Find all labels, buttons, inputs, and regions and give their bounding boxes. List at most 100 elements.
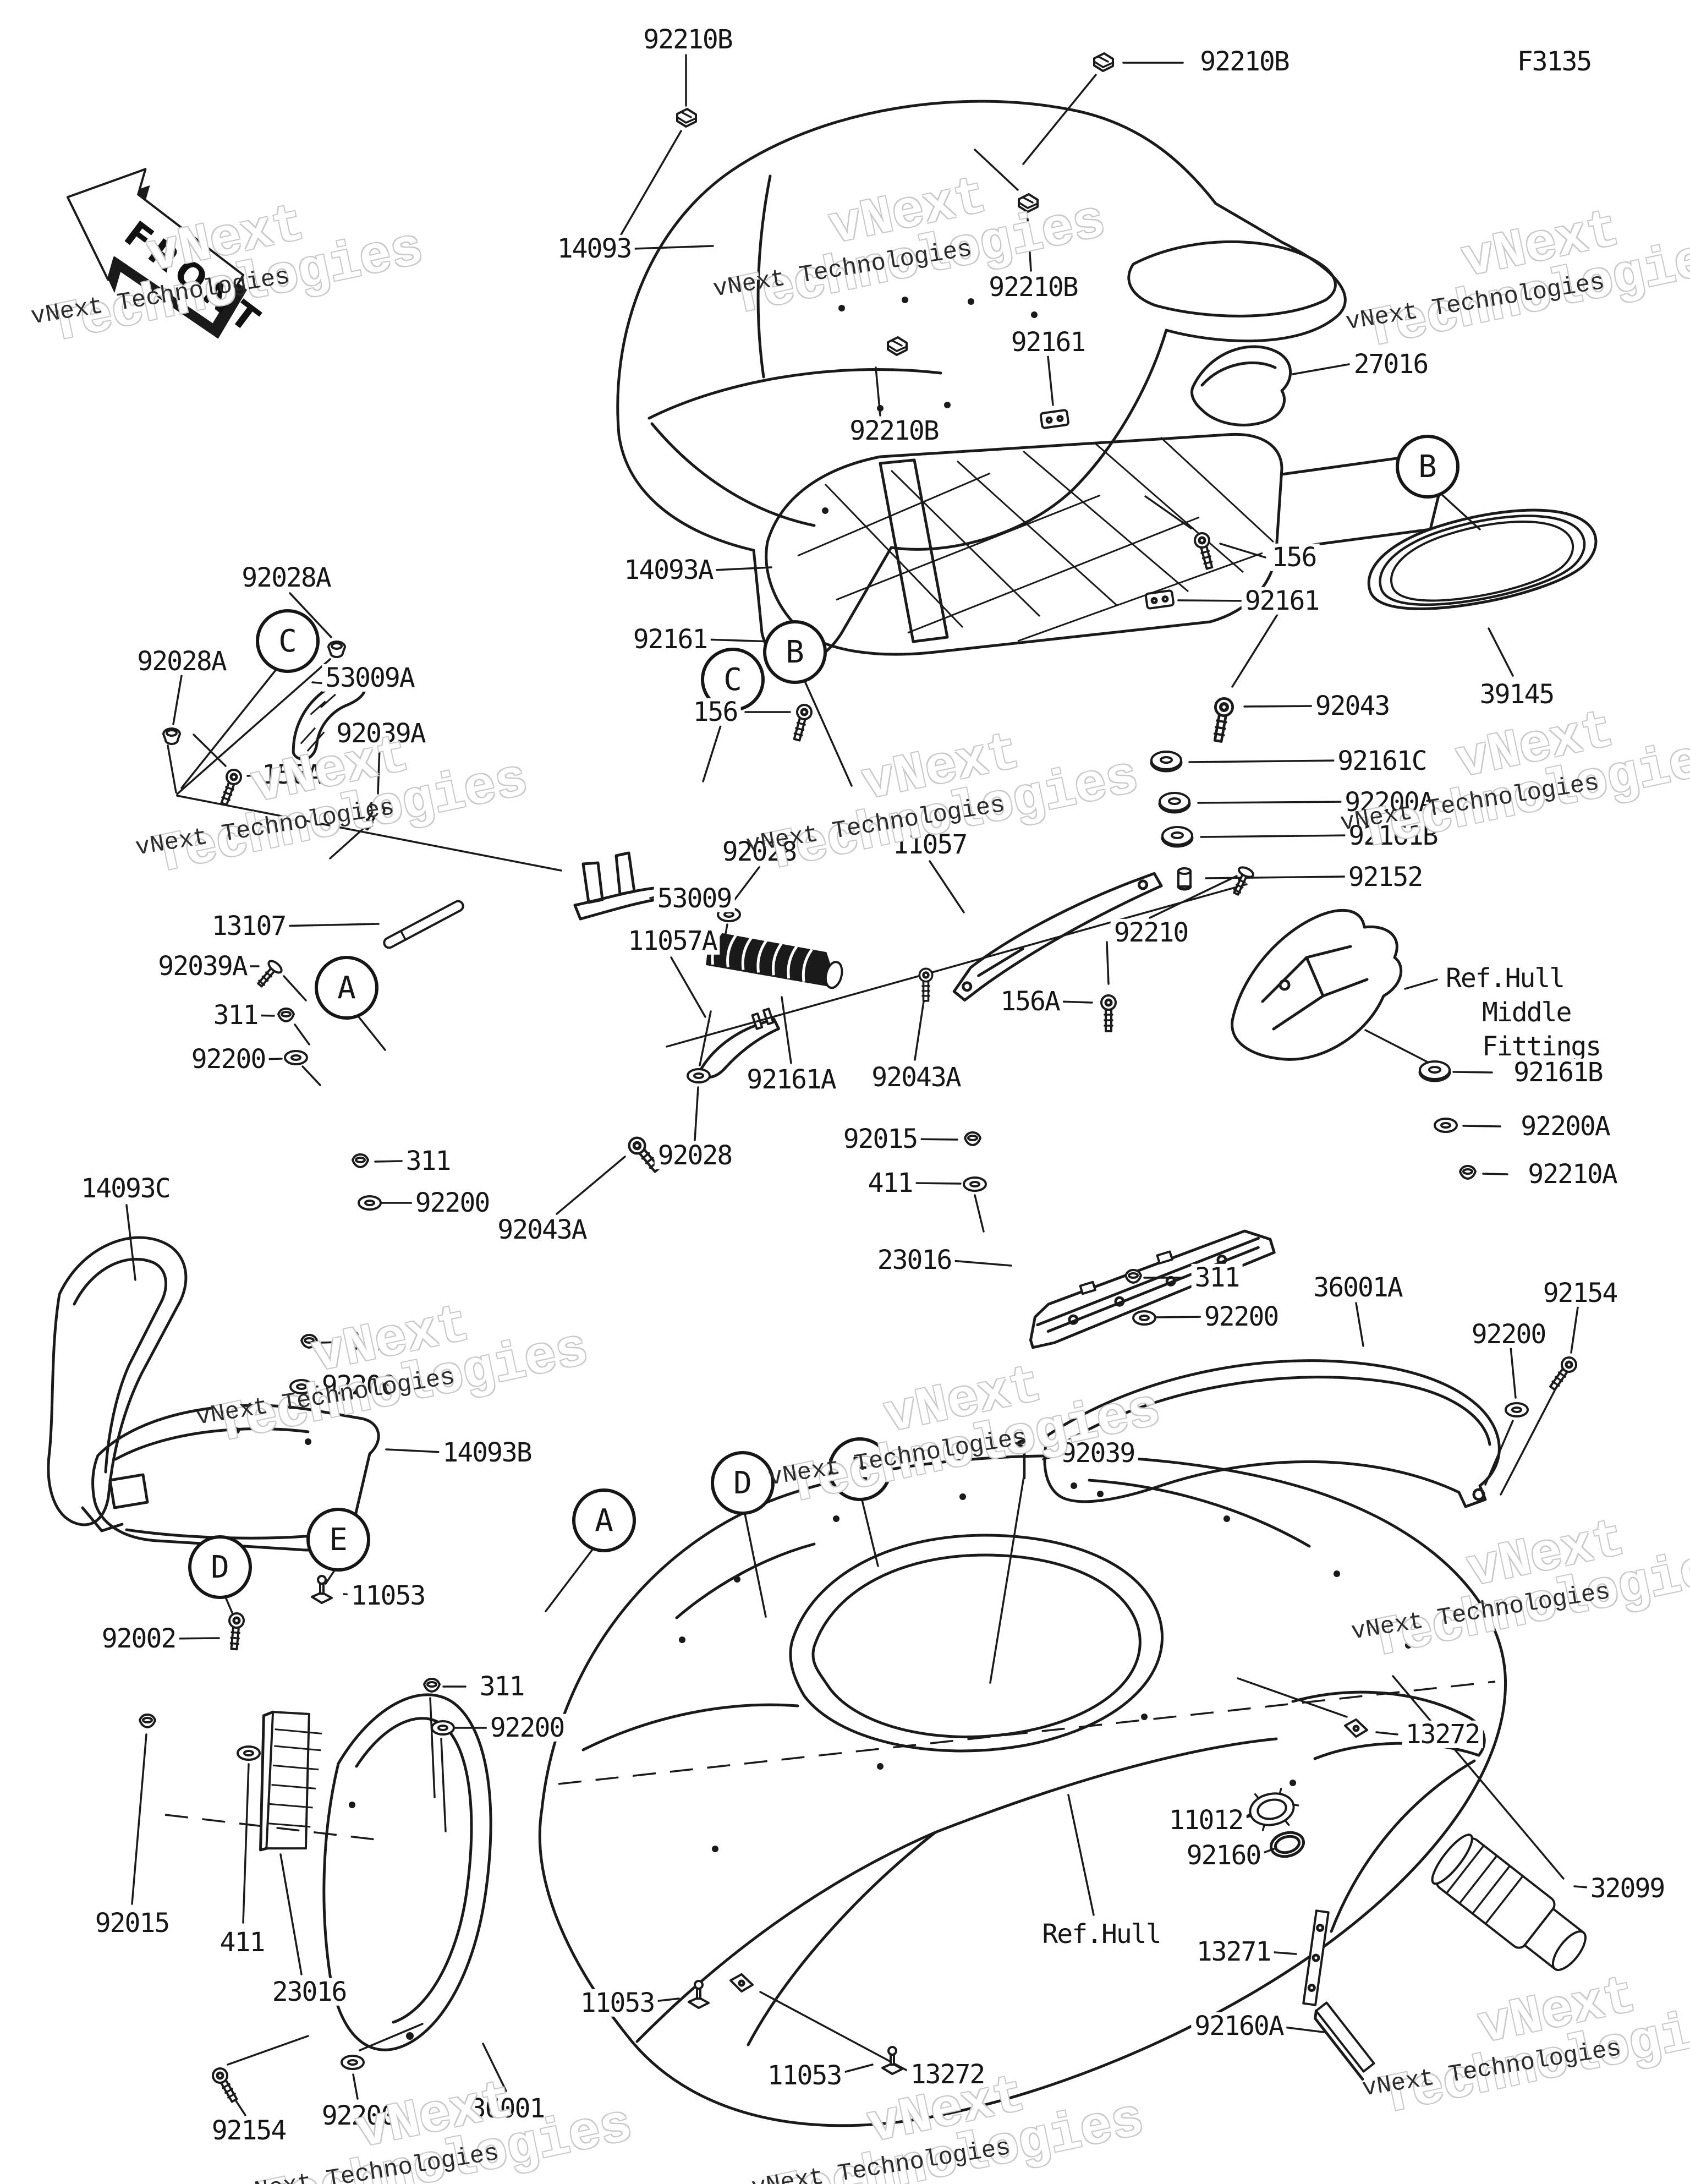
part-label-92015: 92015 <box>839 1125 921 1153</box>
thick-washer-icon <box>1420 1061 1450 1081</box>
part-label-92161: 92161 <box>1007 328 1089 356</box>
front-arrow: FRONT <box>66 168 271 344</box>
plate-nut-icon <box>1145 590 1173 609</box>
part-label-92043a: 92043A <box>868 1063 964 1091</box>
part-label-14093: 14093 <box>553 234 635 262</box>
part-label-92161b: 92161B <box>1510 1058 1606 1086</box>
part-label-36001a: 36001A <box>1310 1273 1406 1301</box>
washer-icon <box>237 1745 261 1761</box>
ref-circle-b: B <box>763 620 827 684</box>
washer-icon <box>963 1176 987 1192</box>
part-label-fittings: Fittings <box>1479 1032 1604 1060</box>
part-bracket-23016-dark <box>259 1710 322 1852</box>
screw-icon <box>358 799 387 834</box>
nut-icon <box>1124 1269 1142 1284</box>
part-label-13107: 13107 <box>208 912 289 940</box>
part-label-middle: Middle <box>1479 998 1574 1026</box>
part-damper-92161A <box>706 930 843 989</box>
part-label-13272: 13272 <box>1402 1720 1483 1748</box>
part-label-92043: 92043 <box>1312 692 1393 720</box>
washer-icon <box>1434 1118 1458 1133</box>
part-label-11057: 11057 <box>889 830 970 858</box>
part-plate-13271 <box>1302 1909 1330 2006</box>
part-label-92039a: 92039A <box>333 719 429 747</box>
part-label-14093b: 14093B <box>439 1438 535 1466</box>
part-label-92200a: 92200A <box>1341 788 1437 816</box>
part-label-311: 311 <box>342 1327 393 1355</box>
washer-icon <box>1132 1310 1156 1326</box>
washer-icon <box>687 1068 711 1083</box>
part-label-311: 311 <box>476 1672 528 1700</box>
part-label-92161c: 92161C <box>1334 747 1430 775</box>
bolt-icon <box>919 968 932 1001</box>
part-top-cowl-14093 <box>616 100 1347 665</box>
part-label-92210: 92210 <box>1110 918 1192 946</box>
bolt-icon <box>1193 532 1216 570</box>
part-label-14093a: 14093A <box>621 556 716 584</box>
part-label-11053: 11053 <box>577 1989 658 2017</box>
part-label-92200: 92200 <box>188 1045 269 1073</box>
part-seal-39145 <box>1367 508 1598 610</box>
grommet-icon <box>162 727 181 745</box>
retainer-ring-icon <box>1241 1785 1303 1835</box>
part-label-92200: 92200 <box>486 1714 568 1742</box>
part-label-11053: 11053 <box>764 2061 845 2089</box>
part-label-92043a: 92043A <box>494 1216 590 1244</box>
thick-washer-icon <box>1160 793 1189 812</box>
part-deflector-36001A <box>1043 1359 1501 1508</box>
plate-nut-icon <box>1040 410 1068 428</box>
part-label-411: 411 <box>864 1169 916 1197</box>
trim-clip-icon <box>881 2046 903 2075</box>
bolt-icon <box>790 703 813 742</box>
part-label-92210b: 92210B <box>640 25 736 53</box>
part-label-14093c: 14093C <box>78 1174 173 1202</box>
screw-icon <box>1228 864 1256 898</box>
nut-icon <box>964 1131 981 1146</box>
screw-icon <box>253 957 285 991</box>
thick-washer-icon <box>1151 752 1181 771</box>
part-label-23016: 23016 <box>268 1978 350 2006</box>
part-label-92002: 92002 <box>98 1624 179 1652</box>
part-label-92028a: 92028A <box>134 647 229 675</box>
part-label-32099: 32099 <box>1587 1874 1668 1902</box>
nut-icon <box>277 1008 295 1022</box>
part-label-411: 411 <box>216 1928 268 1956</box>
part-hull-middle-fitting <box>1231 908 1403 1061</box>
part-label-92160a: 92160A <box>1191 2012 1287 2040</box>
nut-icon <box>1459 1165 1477 1180</box>
nut-icon <box>352 1153 369 1168</box>
washer-icon <box>284 1050 308 1065</box>
part-label-92152: 92152 <box>1345 863 1426 891</box>
grommet-icon <box>327 641 346 658</box>
collar-icon <box>1178 868 1190 889</box>
part-label-92200: 92200 <box>318 1371 399 1399</box>
part-label-92015: 92015 <box>91 1909 173 1937</box>
part-label-92028a: 92028A <box>238 563 334 592</box>
washer-icon <box>358 1195 382 1211</box>
part-bracket-53009 <box>573 851 667 921</box>
part-label-92039a: 92039A <box>155 952 250 980</box>
part-label-92200a: 92200A <box>1517 1112 1613 1140</box>
part-label-ref-hull: Ref.Hull <box>1039 1920 1164 1948</box>
washer-icon <box>1505 1402 1529 1417</box>
part-inner-tray-14093A <box>765 433 1444 656</box>
part-bracket-23016-top <box>1029 1229 1276 1349</box>
clip-nut-icon <box>676 108 697 128</box>
pin-icon <box>1018 1441 1030 1479</box>
part-label-36001: 36001 <box>467 2094 548 2122</box>
part-label-13271: 13271 <box>1193 1937 1274 1966</box>
o-ring-icon <box>1269 1829 1307 1860</box>
bolt-icon <box>210 2066 240 2104</box>
part-label-11053: 11053 <box>347 1581 429 1610</box>
part-label-92161b: 92161B <box>1345 822 1441 850</box>
clip-nut-icon <box>1018 193 1039 213</box>
ref-circle-d: D <box>188 1535 252 1599</box>
part-label-11057a: 11057A <box>624 927 720 955</box>
part-label-311: 311 <box>402 1147 454 1175</box>
part-label-92210a: 92210A <box>1524 1160 1620 1188</box>
washer-icon <box>341 2055 365 2070</box>
part-label-92210b: 92210B <box>846 417 942 445</box>
bolt-icon <box>227 1613 245 1650</box>
part-label-92154: 92154 <box>1539 1279 1621 1307</box>
